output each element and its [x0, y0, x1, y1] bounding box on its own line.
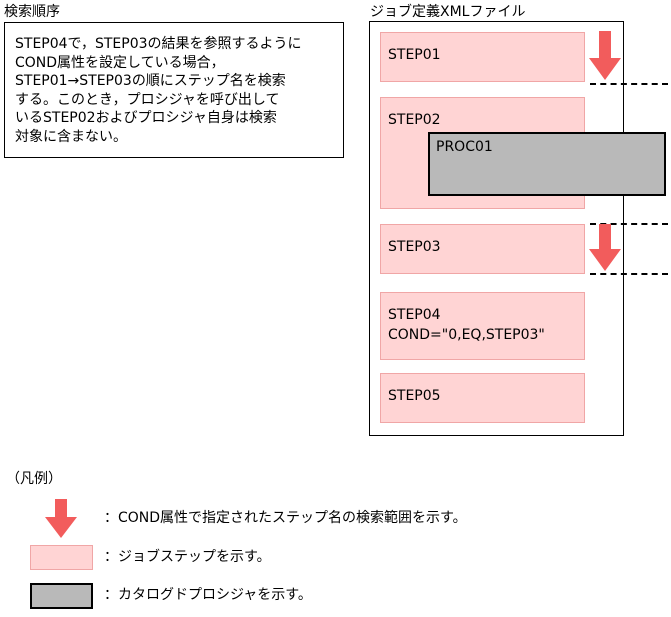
note-line: STEP04で，STEP03の結果を参照するように — [15, 36, 302, 52]
step-box-step05: STEP05 — [380, 373, 585, 423]
note-line: 対象に含まない。 — [15, 128, 127, 145]
search-direction-arrow-icon — [589, 31, 621, 80]
step-name: STEP03 — [388, 239, 441, 255]
step-name: STEP05 — [388, 388, 441, 404]
step-cond: COND="0,EQ,STEP03" — [388, 327, 545, 343]
search-range-boundary — [590, 273, 668, 275]
legend-arrow-icon — [45, 499, 77, 538]
search-order-heading: 検索順序 — [4, 4, 60, 20]
legend-arrow-description: ：COND属性で指定されたステップ名の検索範囲を示す。 — [104, 510, 467, 526]
step-name: STEP01 — [388, 47, 441, 63]
step-name: STEP02 — [388, 112, 441, 128]
legend-title: （凡例） — [6, 471, 62, 487]
catalog-procedure-box: PROC01 — [428, 132, 666, 196]
explanation-note: STEP04で，STEP03の結果を参照するように COND属性を設定している場… — [4, 22, 344, 158]
step-box-step03: STEP03 — [380, 224, 585, 274]
job-definition-file-frame — [369, 21, 624, 436]
legend-procedure-description: ：カタログドプロシジャを示す。 — [104, 587, 312, 603]
note-line: する。このとき，プロシジャを呼び出して — [15, 91, 280, 108]
search-range-boundary — [590, 83, 668, 85]
legend-procedure-swatch — [30, 583, 93, 609]
note-line: いるSTEP02およびプロシジャ自身は検索 — [15, 110, 277, 126]
step-name: STEP04 — [388, 307, 441, 323]
legend-step-description: ：ジョブステップを示す。 — [104, 549, 271, 565]
step-box-step01: STEP01 — [380, 32, 585, 82]
search-direction-arrow-icon — [589, 224, 621, 271]
step-box-step04: STEP04 COND="0,EQ,STEP03" — [380, 292, 585, 360]
note-line: COND属性を設定している場合， — [15, 54, 225, 71]
job-definition-file-heading: ジョブ定義XMLファイル — [370, 4, 526, 20]
note-line: STEP01→STEP03の順にステップ名を検索 — [15, 73, 286, 89]
search-range-boundary — [590, 223, 668, 225]
procedure-name: PROC01 — [436, 139, 493, 155]
legend-step-swatch — [30, 545, 93, 570]
